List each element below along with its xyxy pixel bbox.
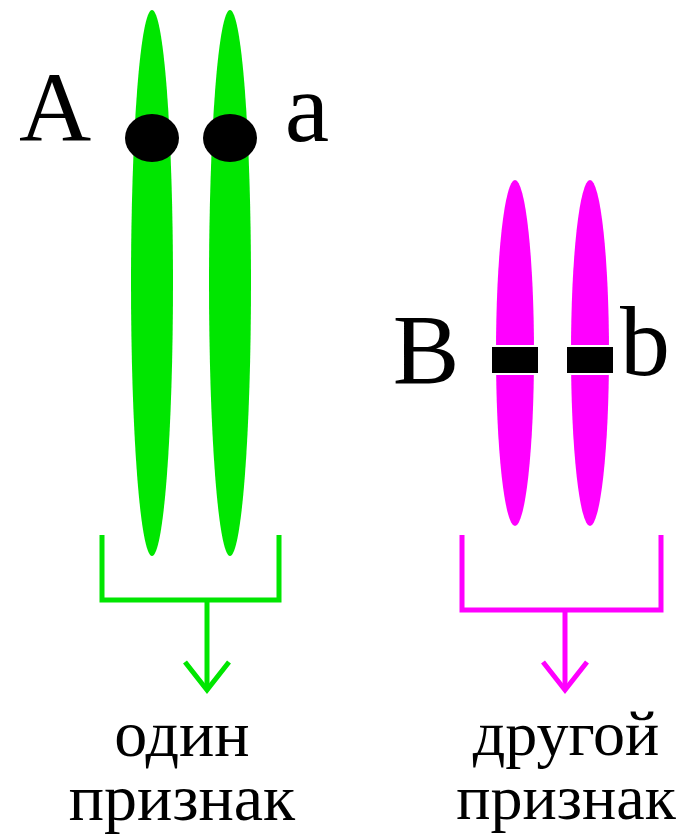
allele-label: A — [19, 58, 91, 158]
bracket — [462, 535, 661, 610]
bracket — [102, 535, 279, 600]
trait-label: другой признак — [456, 702, 676, 830]
gene-locus — [125, 114, 179, 162]
gene-locus — [566, 346, 614, 374]
arrow-head — [185, 662, 229, 690]
arrow — [563, 610, 568, 688]
trait-label: один признак — [69, 702, 295, 830]
arrow-head — [543, 662, 587, 690]
chromosome — [209, 10, 251, 556]
gene-locus — [491, 346, 539, 374]
allele-label: a — [285, 58, 329, 158]
allele-label: b — [620, 292, 670, 392]
gene-locus — [203, 114, 257, 162]
chromosome — [131, 10, 173, 556]
allele-label: B — [393, 300, 460, 400]
arrow — [205, 600, 210, 688]
